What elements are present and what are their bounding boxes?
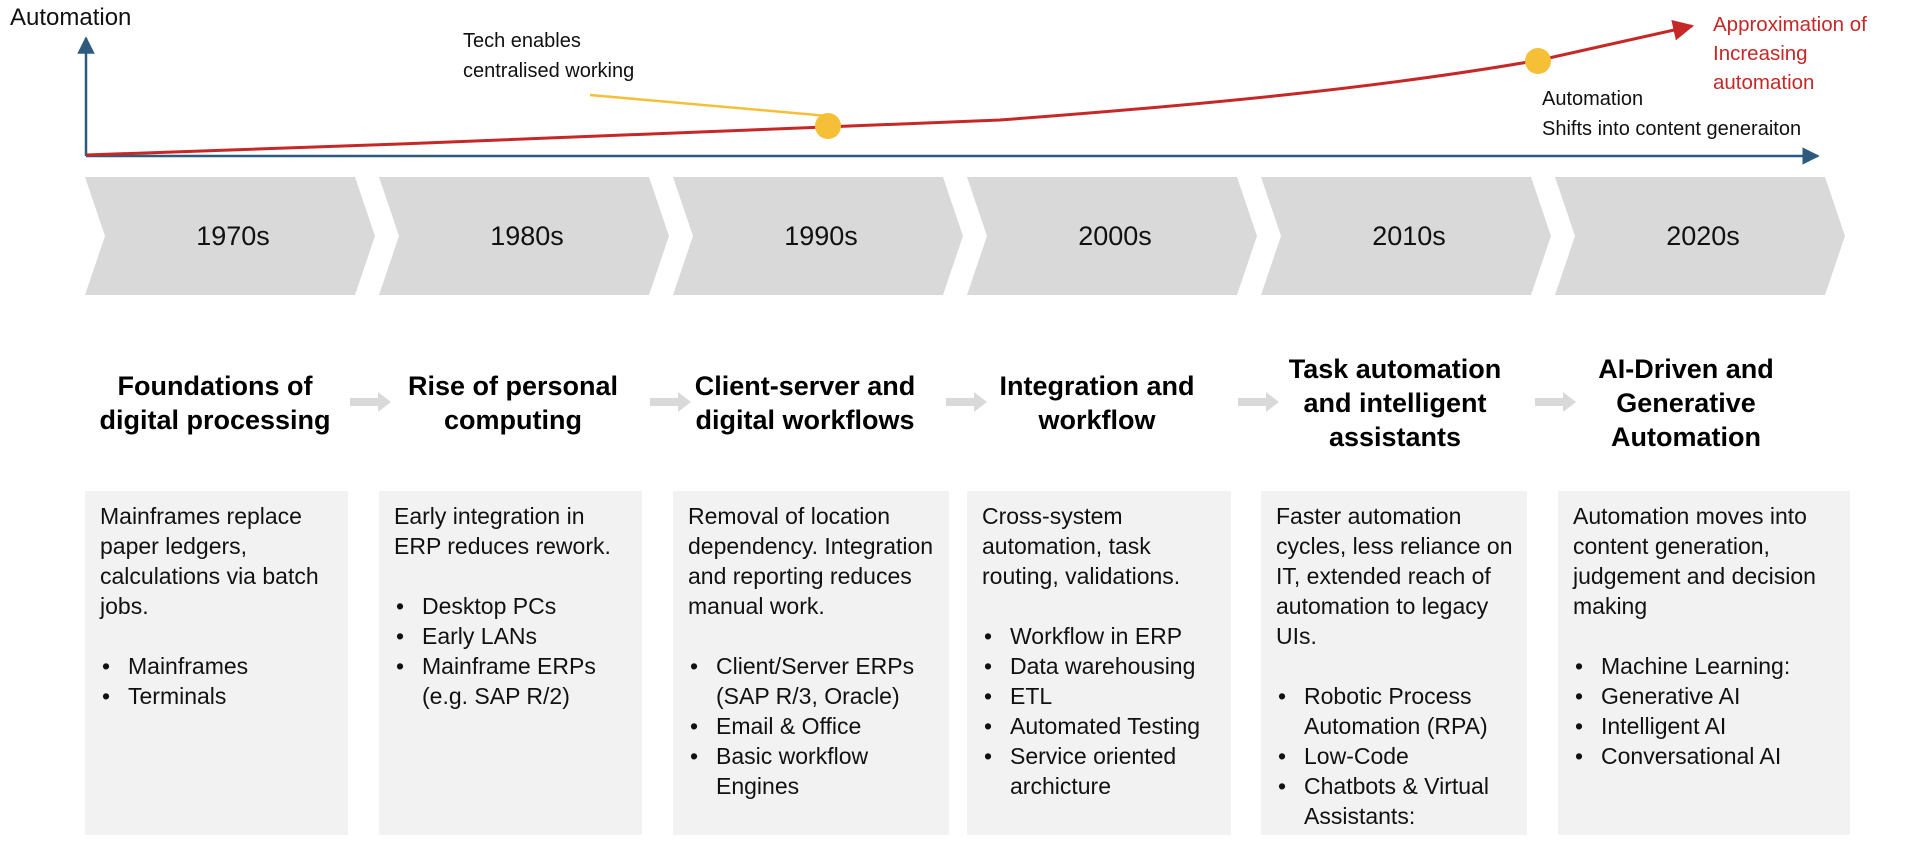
y-axis-title: Automation [10,4,132,31]
list-item: Workflow in ERP [982,621,1217,651]
chevron-2020s: 2020s [1555,177,1845,295]
decade-label: 1980s [490,220,564,251]
detail-box-1980s: Early integration in ERP reduces rework.… [379,491,642,835]
arrow-right-icon [946,392,987,412]
annotation-leader-line [589,93,829,118]
phase-title-1970s: Foundations of digital processing [99,371,331,435]
detail-box-1970s: Mainframes replace paper ledgers, calcul… [85,491,348,835]
bullet-list: Client/Server ERPs (SAP R/3, Oracle) Ema… [688,651,935,801]
list-item: Machine Learning: [1573,651,1836,681]
list-item: ETL [982,681,1217,711]
phase-title-1990s: Client-server and digital workflows [694,371,916,435]
list-item: Data warehousing [982,651,1217,681]
decade-label: 1970s [196,220,270,251]
list-item: Terminals [100,681,334,711]
decade-label: 2010s [1372,220,1446,251]
list-item: Chatbots & Virtual Assistants: [1276,771,1513,831]
phase-description: Mainframes replace paper ledgers, calcul… [100,503,319,619]
chevron-1970s: 1970s [85,177,375,295]
milestone-marker-2010s [1525,48,1551,74]
phase-description: Faster automation cycles, less reliance … [1276,503,1513,649]
annotation-content-generation: Automation Shifts into content generaito… [1542,88,1802,140]
list-item: Mainframe ERPs (e.g. SAP R/2) [394,651,628,711]
phase-title-1980s: Rise of personal computing [407,371,619,435]
list-item: Mainframes [100,651,334,681]
decade-label: 2000s [1078,220,1152,251]
phase-description: Early integration in ERP reduces rework. [394,503,611,559]
list-item: Basic workflow Engines [688,741,935,801]
detail-box-2010s: Faster automation cycles, less reliance … [1261,491,1527,835]
automation-curve [85,19,1695,157]
phase-description: Automation moves into content generation… [1573,503,1816,619]
list-item: Service oriented archicture [982,741,1217,801]
arrow-right-icon [650,392,691,412]
bullet-list: Robotic Process Automation (RPA) Low-Cod… [1276,681,1513,831]
annotation-tech-enables: Tech enables centralised working [463,30,635,82]
milestone-marker-1990s [815,113,841,139]
chevron-2010s: 2010s [1261,177,1551,295]
list-item: Generative AI [1573,681,1836,711]
phase-description: Cross-system automation, task routing, v… [982,503,1181,589]
phase-title-2000s: Integration and workflow [999,371,1195,435]
list-item: Client/Server ERPs (SAP R/3, Oracle) [688,651,935,711]
bullet-list: Mainframes Terminals [100,651,334,711]
arrow-right-icon [350,392,391,412]
phase-title-2020s: AI-Driven and Generative Automation [1598,354,1774,452]
curve-label: Approximation of Increasing automation [1713,13,1867,94]
list-item: Intelligent AI [1573,711,1836,741]
detail-box-1990s: Removal of location dependency. Integrat… [673,491,949,835]
bullet-list: Desktop PCs Early LANs Mainframe ERPs (e… [394,591,628,711]
list-item: Automated Testing [982,711,1217,741]
chevron-1980s: 1980s [379,177,669,295]
decade-label: 1990s [784,220,858,251]
list-item: Early LANs [394,621,628,651]
phase-title-2010s: Task automation and intelligent assistan… [1288,354,1502,452]
phase-description: Removal of location dependency. Integrat… [688,503,934,619]
chevron-1990s: 1990s [673,177,963,295]
list-item: Low-Code [1276,741,1513,771]
automation-curve-chart [77,19,1820,165]
detail-box-2000s: Cross-system automation, task routing, v… [967,491,1231,835]
bullet-list: Machine Learning: Generative AI Intellig… [1573,651,1836,771]
decade-label: 2020s [1666,220,1740,251]
bullet-list: Workflow in ERP Data warehousing ETL Aut… [982,621,1217,801]
list-item: Conversational AI [1573,741,1836,771]
arrow-right-icon [1238,392,1279,412]
list-item: Email & Office [688,711,935,741]
detail-box-2020s: Automation moves into content generation… [1558,491,1850,835]
list-item: Robotic Process Automation (RPA) [1276,681,1513,741]
chevron-2000s: 2000s [967,177,1257,295]
list-item: Desktop PCs [394,591,628,621]
arrow-right-icon [1535,392,1576,412]
